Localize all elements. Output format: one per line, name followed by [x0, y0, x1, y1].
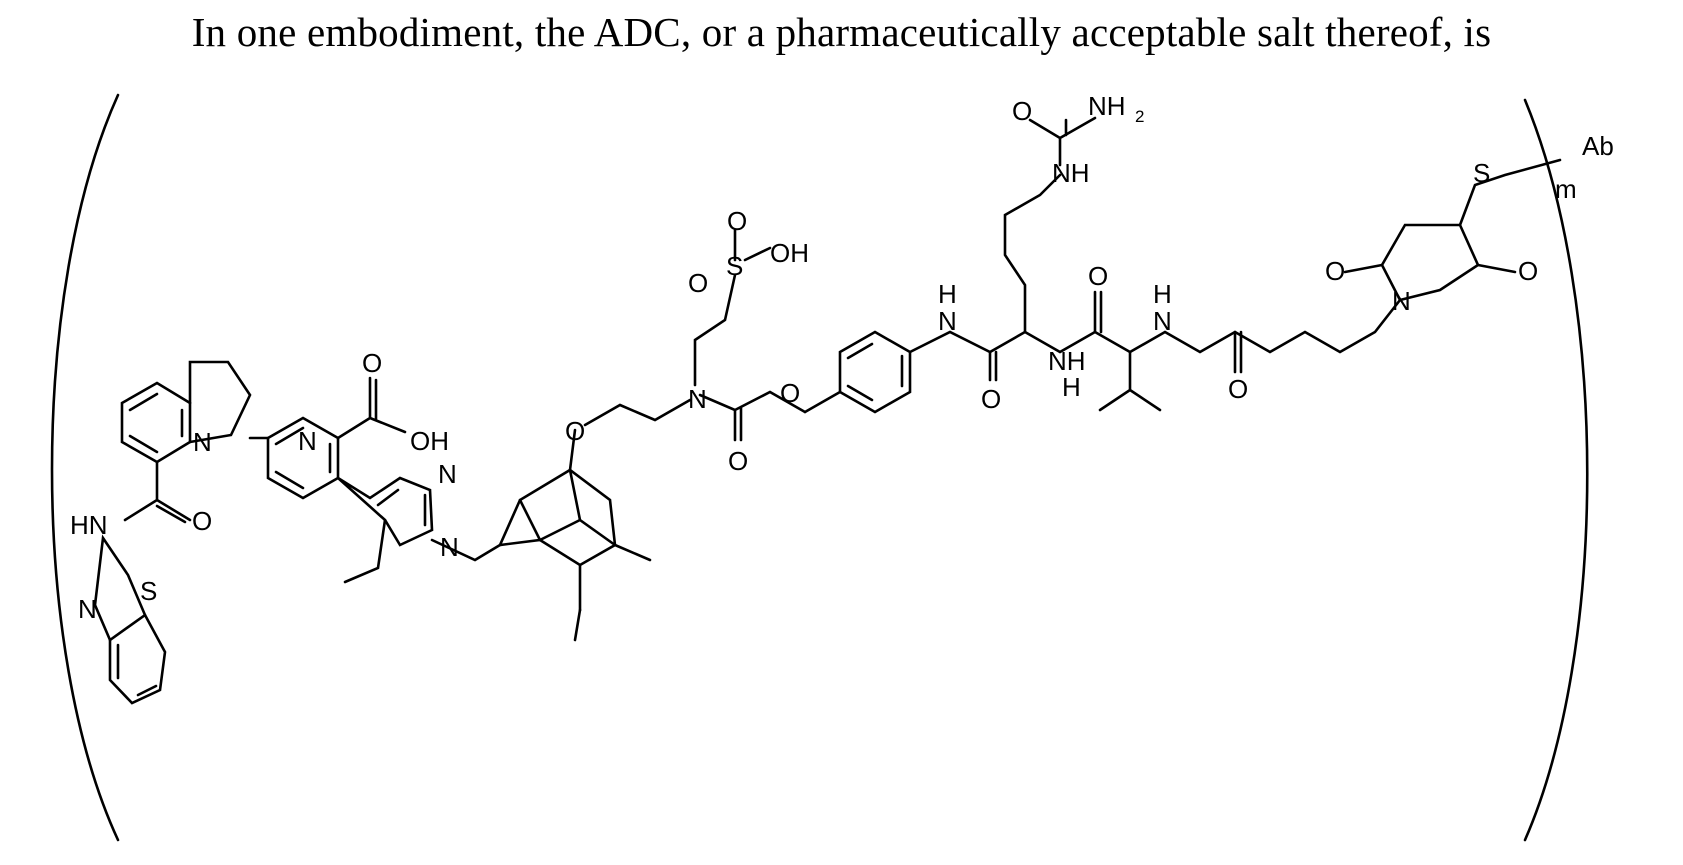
- atom-nh2-urea: NH: [1088, 91, 1126, 121]
- atom-o-sulfonic-top: O: [727, 206, 747, 236]
- atom-o-ether: O: [565, 416, 585, 446]
- atom-o-anilide: O: [981, 384, 1001, 414]
- atom-n-valine: N: [1153, 306, 1172, 336]
- atom-n-pyridine: N: [298, 426, 317, 456]
- atom-n-anilide: N: [938, 306, 957, 336]
- right-parenthesis: [1525, 100, 1587, 840]
- atom-o-citrulline: O: [1088, 261, 1108, 291]
- atom-s-benzothiazole: S: [140, 576, 157, 606]
- atom-subscript-2: 2: [1135, 107, 1144, 126]
- atom-hn-amide: HN: [70, 510, 108, 540]
- atom-n-pyrazole-2: N: [438, 459, 457, 489]
- atom-ab: Ab: [1582, 131, 1614, 161]
- atom-h-anilide: H: [938, 279, 957, 309]
- atom-h-valine: H: [1153, 279, 1172, 309]
- atom-n-benzothiazole: N: [78, 594, 97, 624]
- atom-o-amide: O: [192, 506, 212, 536]
- atom-o-succinimide-right: O: [1518, 256, 1538, 286]
- atom-s-thioether: S: [1473, 158, 1490, 188]
- subscript-m: m: [1555, 174, 1577, 204]
- bond-lines: [95, 118, 1560, 703]
- atom-oh-sulfonic: OH: [770, 238, 809, 268]
- atom-o-urea: O: [1012, 96, 1032, 126]
- left-parenthesis: [52, 95, 118, 840]
- atom-n-pyrazole-1: N: [440, 532, 459, 562]
- atom-o-carbamate-ester: O: [780, 378, 800, 408]
- atom-o-caproyl: O: [1228, 374, 1248, 404]
- atom-nh-urea: NH: [1052, 158, 1090, 188]
- atom-n-carbamate: N: [688, 384, 707, 414]
- atom-h-citrulline: H: [1062, 372, 1081, 402]
- atom-o-carbamate-carbonyl: O: [728, 446, 748, 476]
- atom-labels: N N O OH O HN N S N N O N O O S O O OH H…: [70, 91, 1614, 624]
- atom-oh-acid: OH: [410, 426, 449, 456]
- atom-o-sulfonic-left: O: [688, 268, 708, 298]
- atom-o-succinimide-left: O: [1325, 256, 1345, 286]
- atom-n-succinimide: N: [1392, 286, 1411, 316]
- atom-s-sulfonic: S: [726, 251, 743, 281]
- atom-n-isoquinoline: N: [193, 427, 212, 457]
- atom-o-acid: O: [362, 348, 382, 378]
